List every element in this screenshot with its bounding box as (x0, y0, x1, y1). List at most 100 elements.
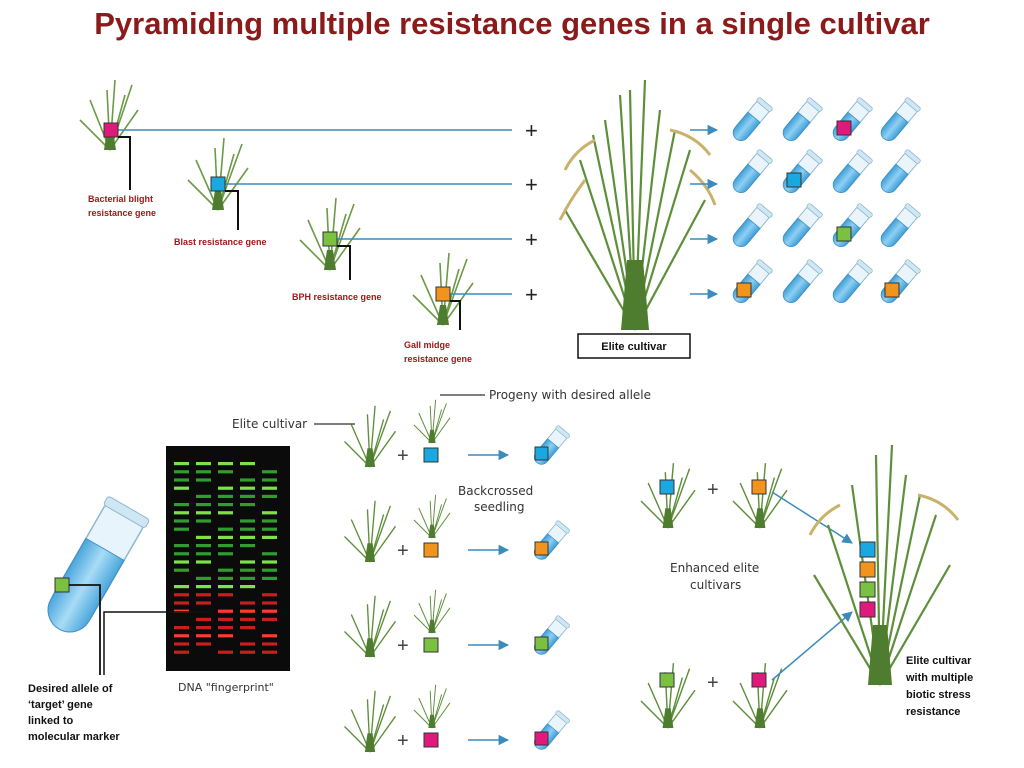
plus-sign: + (525, 172, 538, 197)
label-bacterial-blight-1: Bacterial blight (88, 194, 153, 204)
label-blast: Blast resistance gene (174, 237, 267, 247)
final-label-2: with multiple (905, 672, 973, 684)
gene-square-gall-midge (435, 286, 451, 302)
gel-band (218, 634, 233, 638)
test-tube (782, 97, 823, 141)
tube-gene-square (884, 282, 900, 298)
gel-band (262, 568, 277, 572)
gel-band (174, 527, 189, 531)
enhanced-plant-blast (640, 463, 696, 529)
gel-band (218, 617, 233, 621)
tube-gene-square (836, 120, 852, 136)
gel-band (218, 527, 233, 531)
gel-band (174, 560, 189, 564)
enhanced-plant-bph (640, 663, 696, 729)
gel-band (174, 552, 189, 556)
big-test-tube (47, 496, 150, 633)
allele-square (423, 637, 439, 653)
gel-band (196, 478, 211, 482)
elite-cultivar-plant-small (344, 690, 397, 753)
gel-band (262, 601, 277, 605)
gel-band (196, 642, 211, 646)
seedling-tube (534, 425, 570, 465)
dna-fingerprint-label: DNA "fingerprint" (178, 681, 274, 694)
gel-band (174, 609, 189, 613)
elite-cultivar-plant (558, 79, 717, 331)
gel-band (196, 593, 211, 597)
gel-band (196, 585, 211, 589)
gel-band (240, 519, 255, 523)
gel-band (174, 544, 189, 548)
gel-band (218, 626, 233, 630)
gel-band (218, 486, 233, 490)
enhanced-plant-bacterial-blight (732, 663, 788, 729)
gel-band (196, 535, 211, 539)
page-title: Pyramiding multiple resistance genes in … (94, 6, 930, 41)
gel-band (240, 601, 255, 605)
seedling-gene-square (534, 446, 549, 461)
progeny-plant (413, 494, 451, 539)
gene-square-bph (322, 231, 338, 247)
gel-band (240, 576, 255, 580)
gel-band (262, 486, 277, 490)
plus-sign: + (525, 227, 538, 252)
gel-band (196, 503, 211, 507)
gel-band (240, 503, 255, 507)
gel-band (218, 585, 233, 589)
tube-gene-square (836, 226, 852, 242)
gel-band (218, 544, 233, 548)
gel-band (174, 568, 189, 572)
gel-band (218, 511, 233, 515)
gel-band (174, 585, 189, 589)
gel-band (196, 544, 211, 548)
gel-band (240, 642, 255, 646)
gel-band (240, 462, 255, 466)
gel-band (262, 576, 277, 580)
label-gall-midge-2: resistance gene (404, 354, 472, 364)
enhanced-gene-square-blast (659, 479, 675, 495)
gel-bands (174, 462, 277, 654)
progeny-plant (413, 684, 451, 729)
gel-band (262, 560, 277, 564)
gel-band (174, 486, 189, 490)
top-section: Bacterial blight resistance gene Blast r… (79, 79, 921, 364)
seedling-gene-square (534, 731, 549, 746)
gel-band (174, 593, 189, 597)
gel-band (218, 503, 233, 507)
gene-square-blast (210, 176, 226, 192)
test-tube (732, 97, 773, 141)
gel-band (262, 617, 277, 621)
plus-sign: + (397, 540, 409, 562)
elite-cultivar-plant-small (344, 405, 397, 468)
gel-band (262, 609, 277, 613)
seedling-gene-square (534, 541, 549, 556)
plus-sign: + (707, 672, 719, 694)
pyramid-square-bph (859, 581, 876, 598)
plus-sign: + (707, 479, 719, 501)
test-tube-grid (732, 97, 921, 303)
gene-square-bacterial-blight (103, 122, 119, 138)
progeny-plant (413, 399, 451, 444)
gel-band (174, 470, 189, 474)
desired-allele-square (54, 577, 70, 593)
plant-blast (187, 137, 249, 211)
gel-band (196, 511, 211, 515)
test-tube (880, 97, 921, 141)
allele-square (423, 732, 439, 748)
gel-band (262, 494, 277, 498)
gel-band (196, 576, 211, 580)
gel-band (174, 511, 189, 515)
test-tube (880, 203, 921, 247)
gel-band (262, 552, 277, 556)
gel-band (218, 576, 233, 580)
gel-band (218, 593, 233, 597)
desired-allele-label-1: Desired allele of (28, 683, 113, 695)
gel-band (240, 494, 255, 498)
gel-band (174, 478, 189, 482)
gel-band (196, 617, 211, 621)
pyramid-square-gall-midge (859, 561, 876, 578)
bottom-right-section: ++ Enhanced elite cultivars Elite cultiv… (640, 444, 973, 729)
seedling-tube (534, 520, 570, 560)
gel-band (174, 650, 189, 654)
seedling-gene-square (534, 636, 549, 651)
